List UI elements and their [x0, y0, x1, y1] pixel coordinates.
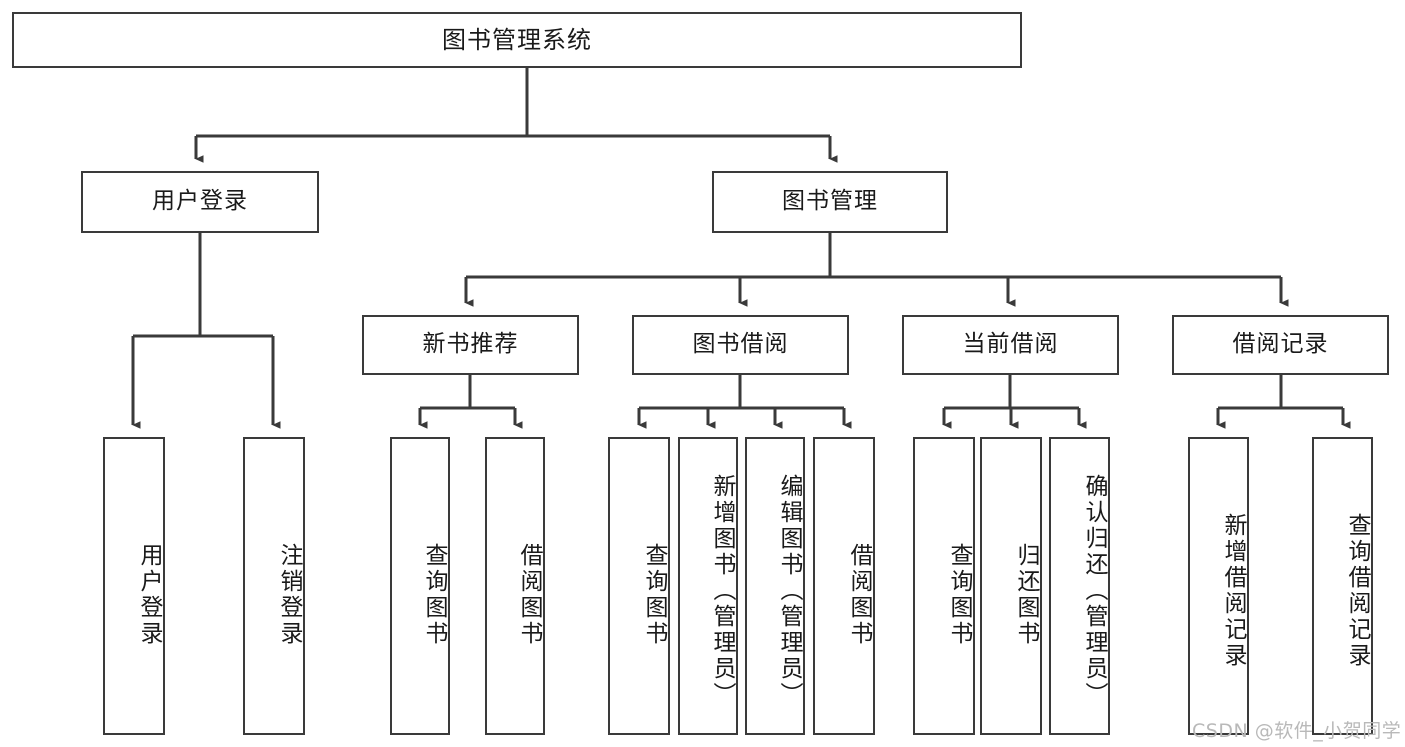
leaf-user-login[interactable]: 用户登录 [103, 437, 165, 735]
node-label: 借阅图书 [516, 543, 542, 647]
node-label: 新增图书（管理员） [709, 474, 735, 708]
node-root-system[interactable]: 图书管理系统 [12, 12, 1022, 68]
leaf-add-book-admin[interactable]: 新增图书（管理员） [678, 437, 738, 735]
leaf-query-book-borrow[interactable]: 查询图书 [608, 437, 670, 735]
leaf-add-borrow-record[interactable]: 新增借阅记录 [1188, 437, 1249, 735]
leaf-return-book[interactable]: 归还图书 [980, 437, 1042, 735]
node-label: 图书借阅 [692, 331, 789, 358]
leaf-borrow-book-new[interactable]: 借阅图书 [485, 437, 545, 735]
node-user-login[interactable]: 用户登录 [81, 171, 319, 233]
leaf-borrow-book[interactable]: 借阅图书 [813, 437, 875, 735]
node-label: 查询图书 [946, 543, 972, 647]
node-label: 确认归还（管理员） [1081, 474, 1107, 708]
node-label: 新增借阅记录 [1220, 513, 1246, 669]
node-label: 图书管理系统 [442, 25, 592, 54]
leaf-query-book-new[interactable]: 查询图书 [390, 437, 450, 735]
leaf-logout[interactable]: 注销登录 [243, 437, 305, 735]
node-label: 查询图书 [641, 543, 667, 647]
node-book-borrow[interactable]: 图书借阅 [632, 315, 849, 375]
node-label: 查询图书 [421, 543, 447, 647]
leaf-query-book-current[interactable]: 查询图书 [913, 437, 975, 735]
node-label: 注销登录 [276, 543, 302, 647]
leaf-edit-book-admin[interactable]: 编辑图书（管理员） [745, 437, 805, 735]
node-book-management[interactable]: 图书管理 [712, 171, 948, 233]
node-label: 借阅记录 [1232, 331, 1329, 358]
node-label: 查询借阅记录 [1344, 513, 1370, 669]
node-label: 借阅图书 [846, 543, 872, 647]
node-label: 图书管理 [782, 188, 878, 215]
node-new-book-recommend[interactable]: 新书推荐 [362, 315, 579, 375]
node-current-borrow[interactable]: 当前借阅 [902, 315, 1119, 375]
leaf-query-borrow-record[interactable]: 查询借阅记录 [1312, 437, 1373, 735]
node-label: 新书推荐 [422, 331, 519, 358]
node-label: 用户登录 [136, 543, 162, 647]
node-label: 当前借阅 [962, 331, 1059, 358]
leaf-confirm-return-admin[interactable]: 确认归还（管理员） [1049, 437, 1110, 735]
node-label: 编辑图书（管理员） [776, 474, 802, 708]
csdn-watermark: CSDN @软件_小贺同学 [1192, 720, 1402, 742]
node-borrow-record[interactable]: 借阅记录 [1172, 315, 1389, 375]
node-label: 归还图书 [1013, 543, 1039, 647]
node-label: 用户登录 [152, 188, 248, 215]
